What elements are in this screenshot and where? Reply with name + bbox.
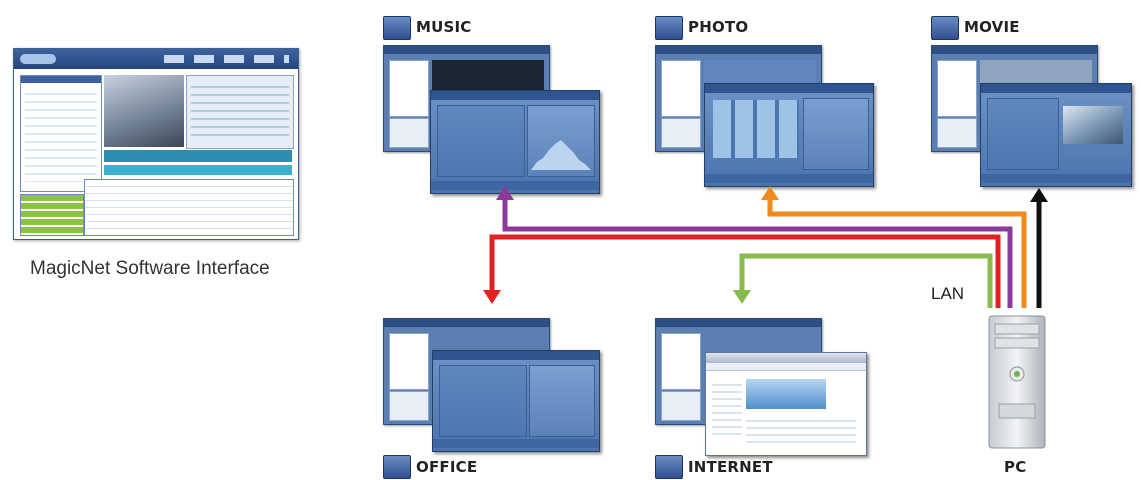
internet-label: INTERNET	[688, 458, 773, 476]
photo-screen-front	[704, 83, 874, 187]
internet-arrowhead	[733, 290, 751, 304]
movie-preview-image	[1063, 106, 1123, 144]
software-preview-image	[104, 75, 184, 147]
software-folder-tree	[20, 75, 102, 192]
photo-icon	[655, 16, 683, 40]
software-title-bar	[14, 49, 298, 69]
software-schedule-list	[20, 194, 84, 236]
software-caption: MagicNet Software Interface	[30, 258, 270, 279]
photo-label: PHOTO	[688, 18, 749, 36]
magicnet-software-screenshot	[13, 48, 299, 240]
lan-label: LAN	[931, 284, 965, 303]
software-info-panel	[186, 75, 294, 149]
music-label: MUSIC	[416, 18, 472, 36]
software-progress-strip	[104, 165, 292, 175]
browser-banner-image	[746, 379, 826, 409]
photo-arrowhead	[761, 186, 779, 200]
pc-label: PC	[1004, 458, 1027, 476]
movie-arrowhead	[1030, 188, 1048, 202]
office-label: OFFICE	[416, 458, 478, 476]
software-file-table	[84, 179, 294, 236]
software-logo	[20, 54, 56, 64]
office-connection-line	[489, 234, 1001, 308]
internet-browser-window	[705, 352, 867, 456]
photo-connection-line	[767, 196, 1027, 308]
pc-tower	[988, 315, 1046, 449]
photo-thumbnail-grid	[713, 100, 799, 158]
music-screen-front	[430, 90, 600, 194]
office-arrowhead	[483, 290, 501, 304]
office-screen-front	[432, 350, 600, 452]
internet-icon	[655, 455, 683, 479]
software-control-strip	[104, 150, 292, 162]
software-toolbar	[164, 55, 289, 63]
music-icon	[383, 16, 411, 40]
music-spectrum-graphic	[531, 140, 591, 170]
movie-icon	[931, 16, 959, 40]
pc-case	[988, 315, 1046, 449]
office-icon	[383, 455, 411, 479]
movie-label: MOVIE	[964, 18, 1020, 36]
movie-screen-front	[980, 83, 1132, 187]
